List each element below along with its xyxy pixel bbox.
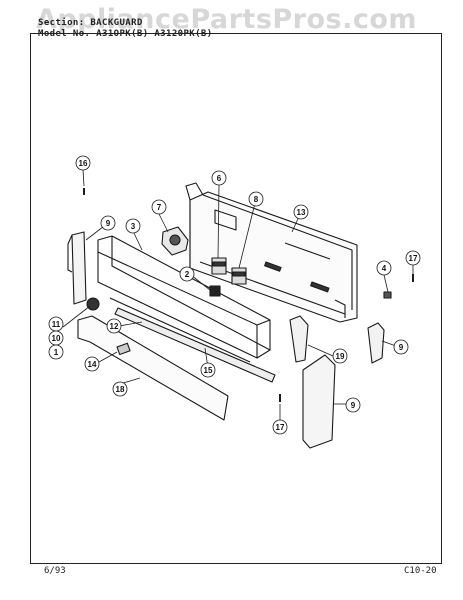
screw-4 — [383, 291, 392, 299]
trim-strip — [114, 307, 276, 383]
callout-9-right-small — [393, 339, 409, 355]
callout-15 — [200, 362, 216, 378]
callout-label: 9 — [351, 401, 356, 410]
callout-17-top — [405, 250, 421, 266]
callout-label: 19 — [336, 352, 345, 361]
callout-label: 4 — [382, 264, 387, 273]
callout-6 — [211, 170, 227, 186]
callout-12 — [106, 318, 122, 334]
bracket — [289, 315, 309, 363]
callout-label: 17 — [276, 423, 285, 432]
lamp — [116, 342, 131, 356]
callout-18 — [112, 381, 128, 397]
callout-label: 16 — [79, 159, 88, 168]
callout-label: 11 — [52, 320, 61, 329]
callout-label: 2 — [185, 270, 190, 279]
backguard-panel — [185, 182, 358, 323]
relay-part — [209, 285, 221, 297]
callout-13 — [293, 204, 309, 220]
callout-label: 14 — [88, 360, 97, 369]
callout-label: 1 — [54, 348, 59, 357]
switch-parts — [211, 257, 247, 285]
callout-group — [48, 155, 421, 435]
diagram-frame — [30, 33, 442, 564]
section-title: Section: BACKGUARD — [38, 18, 143, 28]
callout-label: 9 — [399, 343, 404, 352]
callout-1 — [48, 344, 64, 360]
callout-8 — [248, 191, 264, 207]
callout-17-bottom — [272, 419, 288, 435]
callout-label: 18 — [116, 385, 125, 394]
callout-9-left — [100, 215, 116, 231]
callout-label: 15 — [204, 366, 213, 375]
callout-9-right-large — [345, 397, 361, 413]
footer-date: 6/93 — [44, 566, 66, 576]
callout-label: 8 — [254, 195, 259, 204]
knob — [86, 297, 100, 311]
left-end-cap — [71, 231, 87, 305]
watermark: AppliancePartsPros.com — [36, 4, 418, 35]
callout-label: 13 — [297, 208, 306, 217]
callout-label: 7 — [157, 203, 162, 212]
callout-19 — [332, 348, 348, 364]
callout-label: 10 — [52, 334, 61, 343]
callout-label: 9 — [106, 219, 111, 228]
callout-16 — [75, 155, 91, 171]
callout-label: 3 — [131, 222, 136, 231]
callout-3 — [125, 218, 141, 234]
timer-part — [161, 226, 189, 256]
right-small-end-cap — [367, 322, 385, 364]
callout-label: 12 — [110, 322, 119, 331]
callout-7 — [151, 199, 167, 215]
model-title: Model No. A31OPK(B) A3120PK(B) — [38, 29, 213, 39]
footer-code: C10-20 — [404, 566, 437, 576]
callout-4 — [376, 260, 392, 276]
right-large-end-cap — [302, 354, 336, 449]
callout-label: 17 — [409, 254, 418, 263]
callout-2 — [179, 266, 195, 282]
bottom-trim — [77, 315, 229, 421]
callout-14 — [84, 356, 100, 372]
callout-label: 6 — [217, 174, 222, 183]
